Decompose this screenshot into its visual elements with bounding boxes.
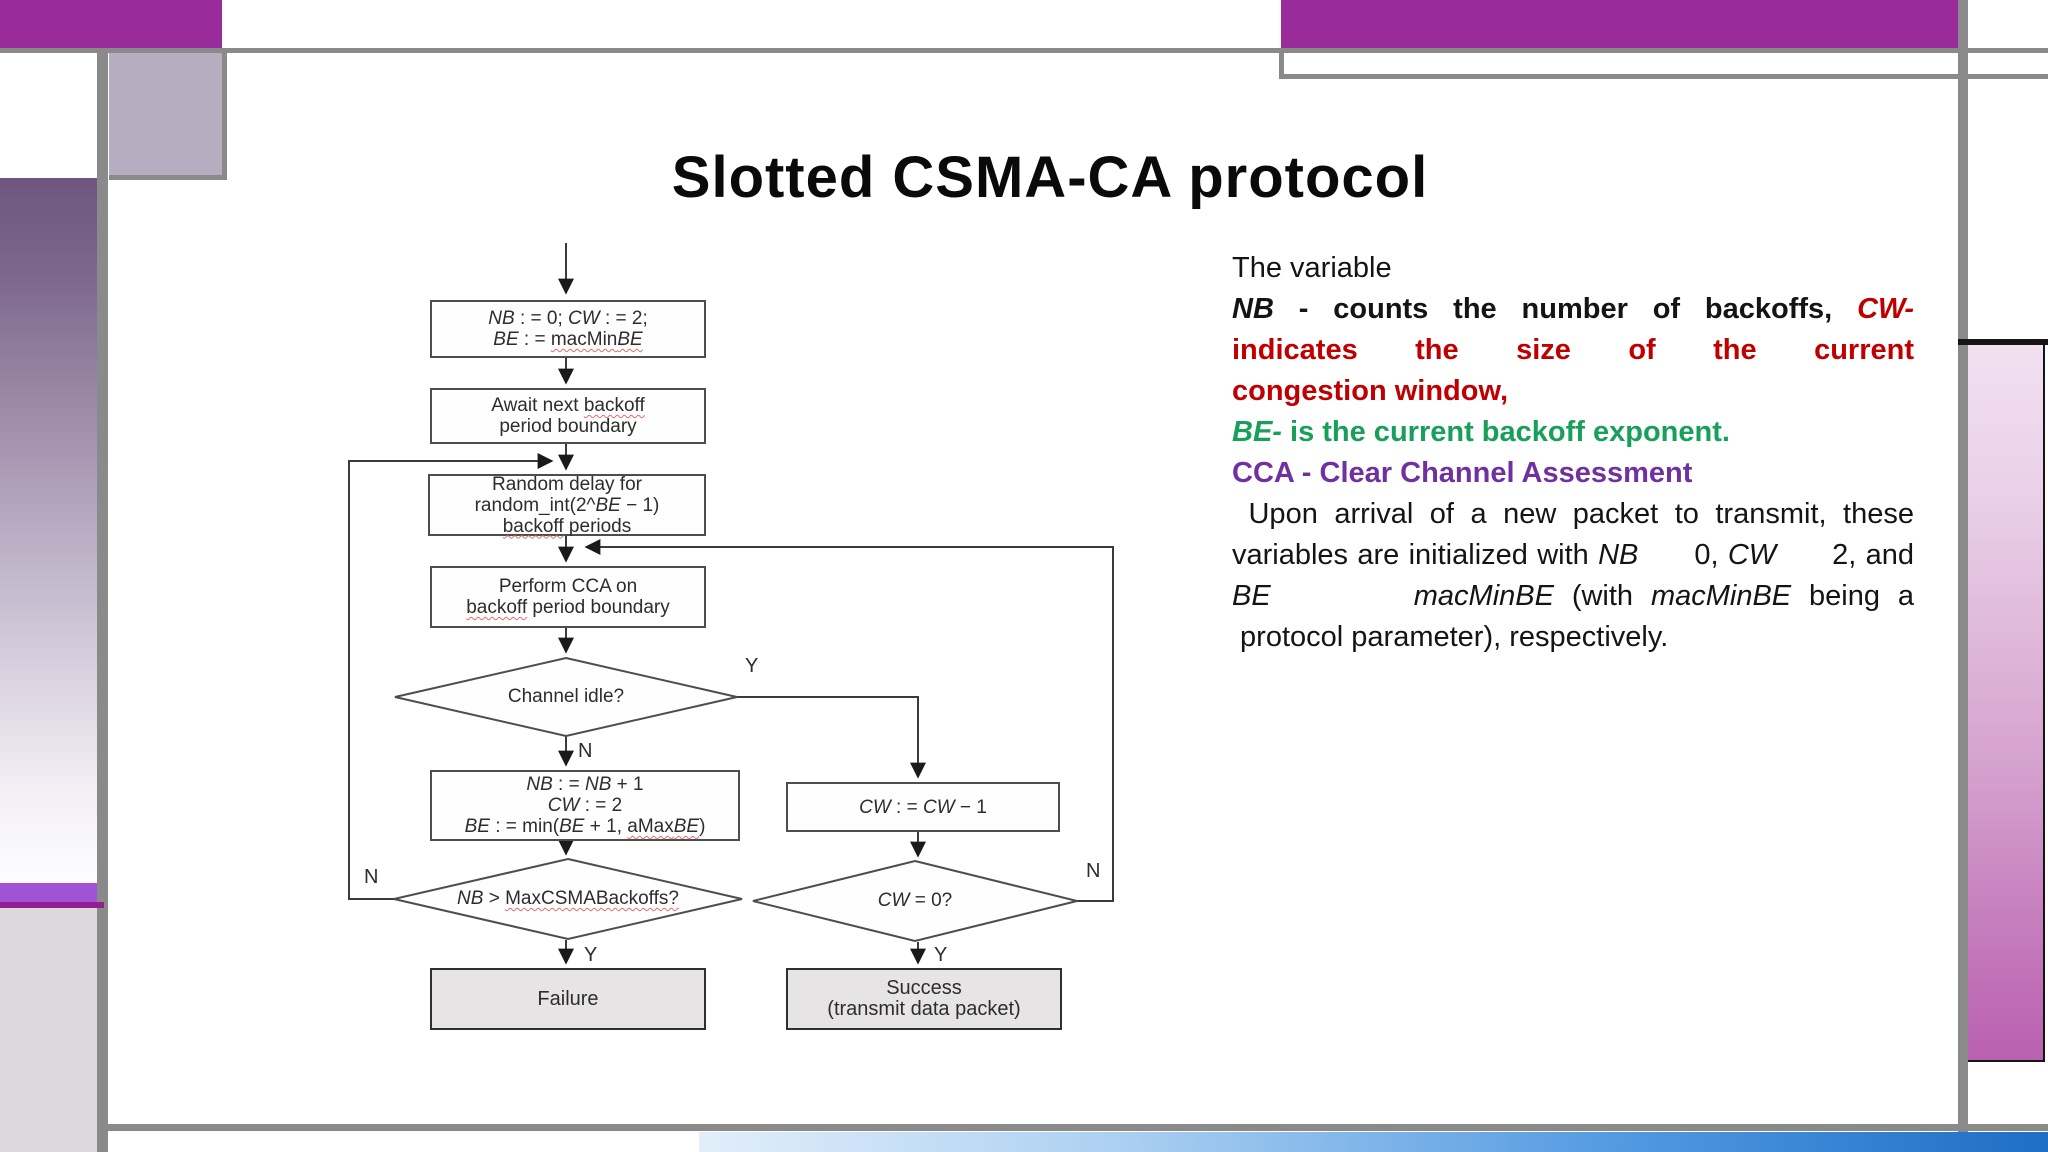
decision-channel-idle-label: Channel idle? bbox=[507, 686, 625, 707]
branch-label-channel-idle-y: Y bbox=[745, 655, 759, 677]
flow-box-success-line1: Success bbox=[886, 977, 962, 999]
flow-box-random-line3: backoff periods bbox=[502, 515, 632, 537]
top-left-magenta-bar bbox=[0, 0, 222, 48]
top-inner-frame-line bbox=[1281, 74, 2048, 79]
bottom-frame-line bbox=[97, 1124, 2048, 1131]
top-step-connector-line bbox=[1279, 48, 1284, 79]
decision-max-backoffs-label: NB > MaxCSMABackoffs? bbox=[457, 888, 679, 909]
flow-box-await-line2: period boundary bbox=[499, 416, 637, 437]
flow-box-await: Await next backoff period boundary bbox=[430, 388, 706, 444]
flow-box-decrement: CW : = CW − 1 bbox=[786, 782, 1060, 832]
notes-be-line: BE- is the current backoff exponent. bbox=[1232, 416, 1730, 448]
branch-label-cw-zero-n: N bbox=[1086, 860, 1101, 882]
decision-max-backoffs bbox=[393, 857, 743, 941]
flow-box-decrement-line: CW : = CW − 1 bbox=[859, 796, 987, 818]
bottom-blue-bar bbox=[699, 1132, 2048, 1152]
decision-cw-zero bbox=[752, 859, 1078, 943]
flow-box-success-line2: (transmit data packet) bbox=[827, 998, 1021, 1020]
notes-nb-line: NB - counts the number of backoffs, CW- bbox=[1232, 293, 1914, 325]
left-frame-line bbox=[97, 48, 108, 1152]
flow-box-random-line1: Random delay for bbox=[492, 473, 642, 495]
notes-intro-line: The variable bbox=[1232, 252, 1392, 284]
left-gray-block bbox=[0, 908, 97, 1152]
arrow-channel-idle-y bbox=[735, 696, 926, 779]
notes-cw-line3: congestion window, bbox=[1232, 375, 1509, 407]
flow-box-failure: Failure bbox=[430, 968, 706, 1030]
flow-box-init-line2: BE : = macMinBE bbox=[493, 329, 643, 350]
flow-box-increment-line3: BE : = min(BE + 1, aMaxBE) bbox=[464, 816, 706, 837]
left-gradient-column bbox=[0, 178, 97, 884]
notes-block: The variable NB - counts the number of b… bbox=[1232, 248, 1914, 658]
flow-box-increment-line2: CW : = 2 bbox=[547, 795, 623, 816]
decision-cw-zero-label: CW = 0? bbox=[877, 890, 953, 911]
flow-box-increment-line1: NB : = NB + 1 bbox=[526, 774, 644, 795]
flow-box-random-delay: Random delay for random_int(2^BE − 1) ba… bbox=[428, 473, 706, 537]
flow-box-await-line1: Await next backoff bbox=[491, 395, 645, 416]
flow-box-cca-line1: Perform CCA on bbox=[498, 576, 638, 597]
notes-body-paragraph: Upon arrival of a new packet to transmit… bbox=[1232, 498, 1915, 653]
right-pink-panel bbox=[1968, 345, 2045, 1062]
flow-box-success: Success (transmit data packet) bbox=[786, 968, 1062, 1030]
notes-cca-line: CCA - Clear Channel Assessment bbox=[1232, 457, 1693, 489]
flow-box-failure-label: Failure bbox=[537, 987, 599, 1010]
feedback-maxbackoffs-n bbox=[348, 453, 554, 900]
pink-panel-top-line bbox=[1958, 339, 2048, 345]
page-title: Slotted CSMA-CA protocol bbox=[671, 145, 1429, 210]
left-magenta-strip bbox=[0, 902, 104, 908]
branch-label-cw-zero-y: Y bbox=[934, 944, 948, 966]
top-frame-line bbox=[0, 48, 2048, 53]
flow-box-init-line1: NB : = 0; CW : = 2; bbox=[488, 308, 648, 329]
flow-box-init: NB : = 0; CW : = 2; BE : = macMinBE bbox=[430, 300, 706, 358]
lavender-square bbox=[109, 53, 227, 180]
flow-box-cca-line2: backoff period boundary bbox=[466, 597, 670, 618]
right-frame-line bbox=[1958, 0, 1968, 1135]
left-purple-strip bbox=[0, 883, 97, 902]
branch-label-channel-idle-n: N bbox=[578, 740, 593, 762]
flow-box-perform-cca: Perform CCA on backoff period boundary bbox=[430, 566, 706, 628]
flow-box-increment: NB : = NB + 1 CW : = 2 BE : = min(BE + 1… bbox=[430, 770, 740, 841]
branch-label-max-backoffs-y: Y bbox=[584, 944, 598, 966]
top-right-magenta-bar bbox=[1281, 0, 1958, 48]
decision-channel-idle bbox=[394, 656, 738, 738]
notes-cw-line2: indicates the size of the current bbox=[1232, 334, 1914, 366]
feedback-cwzero-n bbox=[584, 539, 1114, 902]
flow-box-random-line2: random_int(2^BE − 1) bbox=[474, 494, 660, 516]
branch-label-max-backoffs-n: N bbox=[364, 866, 379, 888]
